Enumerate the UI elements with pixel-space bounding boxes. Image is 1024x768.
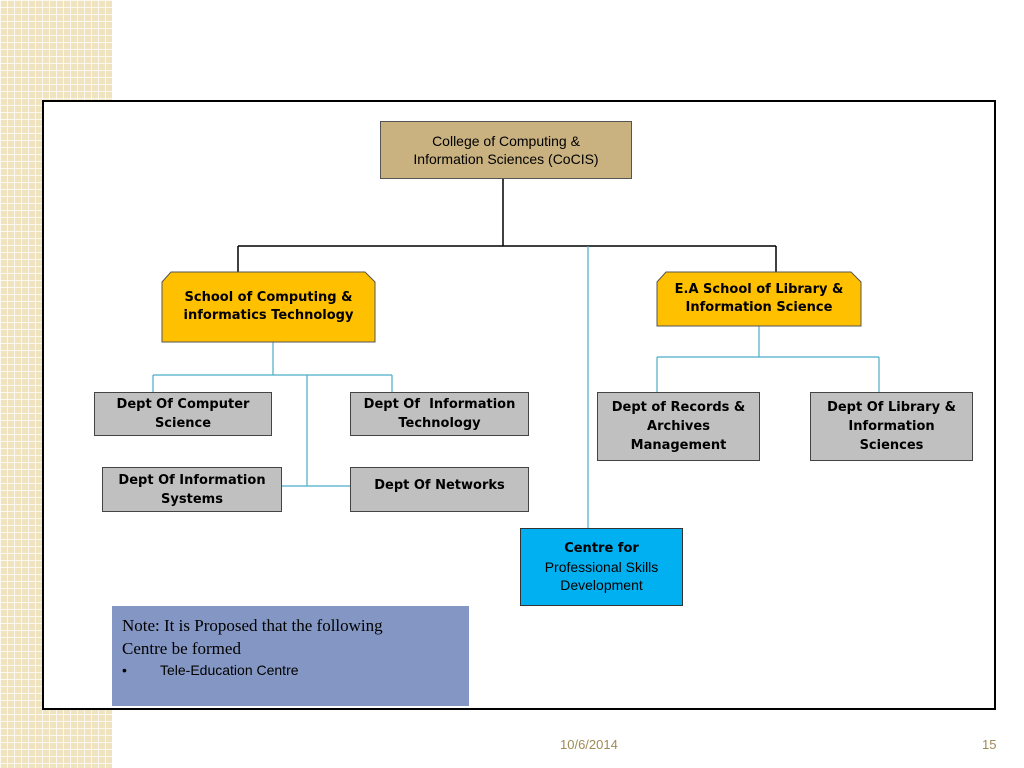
centre-professional-skills-box: Centre for Professional Skills Developme… [520, 528, 683, 606]
dept-records-archives-box: Dept of Records & Archives Management [597, 392, 760, 461]
cocis-line2: Information Sciences (CoCIS) [413, 151, 599, 167]
school-library-line1: E.A School of Library & [674, 282, 844, 297]
dept-computer-science-box: Dept Of Computer Science [94, 392, 272, 436]
footer-date: 10/6/2014 [560, 737, 618, 752]
dept-library-line3: Sciences [859, 438, 924, 453]
dept-networks-line1: Dept Of Networks [374, 478, 505, 493]
dept-information-technology-box: Dept Of Information Technology [350, 392, 529, 436]
cocis-line1: College of Computing & [432, 133, 580, 149]
dept-it-line2: Technology [398, 416, 481, 431]
dept-records-line2: Archives [647, 419, 710, 434]
school-computing-shape [161, 271, 376, 343]
page-number: 15 [982, 737, 997, 752]
note-line1: Note: It is Proposed that the following [122, 616, 383, 635]
school-library-box: E.A School of Library & Information Scie… [657, 272, 861, 326]
school-library-line2: Information Science [685, 300, 833, 315]
school-library-shape [656, 271, 862, 327]
centre-line3: Development [560, 577, 643, 593]
dept-it-line1: Dept Of Information [363, 397, 516, 412]
centre-line1: Centre for [564, 541, 639, 556]
cocis-box: College of Computing & Information Scien… [380, 121, 632, 179]
note-bullet-item: • Tele-Education Centre [122, 662, 459, 678]
note-line2: Centre be formed [122, 639, 241, 658]
dept-networks-box: Dept Of Networks [350, 467, 529, 512]
dept-information-systems-box: Dept Of Information Systems [102, 467, 282, 512]
dept-library-sciences-box: Dept Of Library & Information Sciences [810, 392, 973, 461]
dept-records-line1: Dept of Records & [611, 400, 746, 415]
dept-is-line2: Systems [161, 491, 223, 507]
school-computing-line2: informatics Technology [183, 308, 354, 323]
dept-cs-line1: Dept Of Computer [116, 397, 250, 412]
school-computing-line1: School of Computing & [184, 290, 353, 305]
bullet-symbol: • [122, 662, 127, 678]
dept-cs-line2: Science [154, 416, 212, 431]
dept-library-line1: Dept Of Library & [827, 400, 956, 415]
dept-records-line3: Management [630, 438, 727, 453]
dept-is-line1: Dept Of Information [118, 472, 266, 488]
school-computing-box: School of Computing & informatics Techno… [162, 272, 375, 342]
dept-library-line2: Information [848, 419, 935, 434]
centre-line2: Professional Skills [544, 559, 659, 575]
note-bullet-text: Tele-Education Centre [160, 662, 299, 678]
note-box: Note: It is Proposed that the following … [112, 606, 469, 706]
